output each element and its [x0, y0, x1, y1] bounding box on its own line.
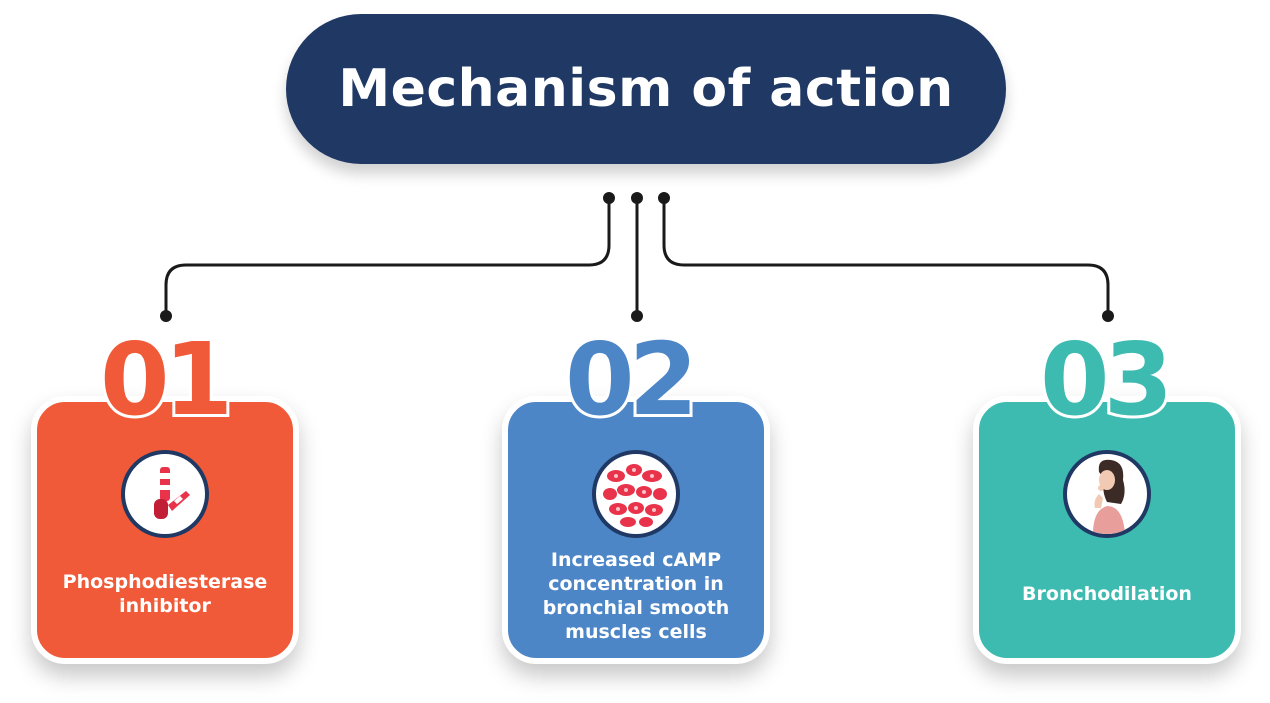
breathing-woman-icon [1063, 450, 1151, 538]
step-number-2: 02 [562, 321, 701, 438]
inhaler-icon [121, 450, 209, 538]
step-card-3: Bronchodilation [973, 396, 1241, 664]
cells-icon [592, 450, 680, 538]
step-number-3: 03 [1037, 321, 1176, 438]
step-card-2: Increased cAMP concentration in bronchia… [502, 396, 770, 664]
title-pill: Mechanism of action [286, 14, 1006, 164]
connector-dot [658, 192, 670, 204]
step-label-2: Increased cAMP concentration in bronchia… [542, 549, 730, 643]
connector-right [662, 198, 1110, 316]
connector-dot [160, 310, 172, 322]
connector-dot [631, 192, 643, 204]
connector-left [164, 198, 611, 316]
diagram-title: Mechanism of action [338, 59, 954, 119]
step-label-1: Phosphodiesterase inhibitor [62, 571, 268, 617]
step-number-1: 01 [97, 321, 236, 438]
connector-dot [1102, 310, 1114, 322]
step-label-3: Bronchodilation [1022, 583, 1192, 605]
connector-dot [631, 310, 643, 322]
step-card-1: Phosphodiesterase inhibitor [31, 396, 299, 664]
connector-dot [603, 192, 615, 204]
